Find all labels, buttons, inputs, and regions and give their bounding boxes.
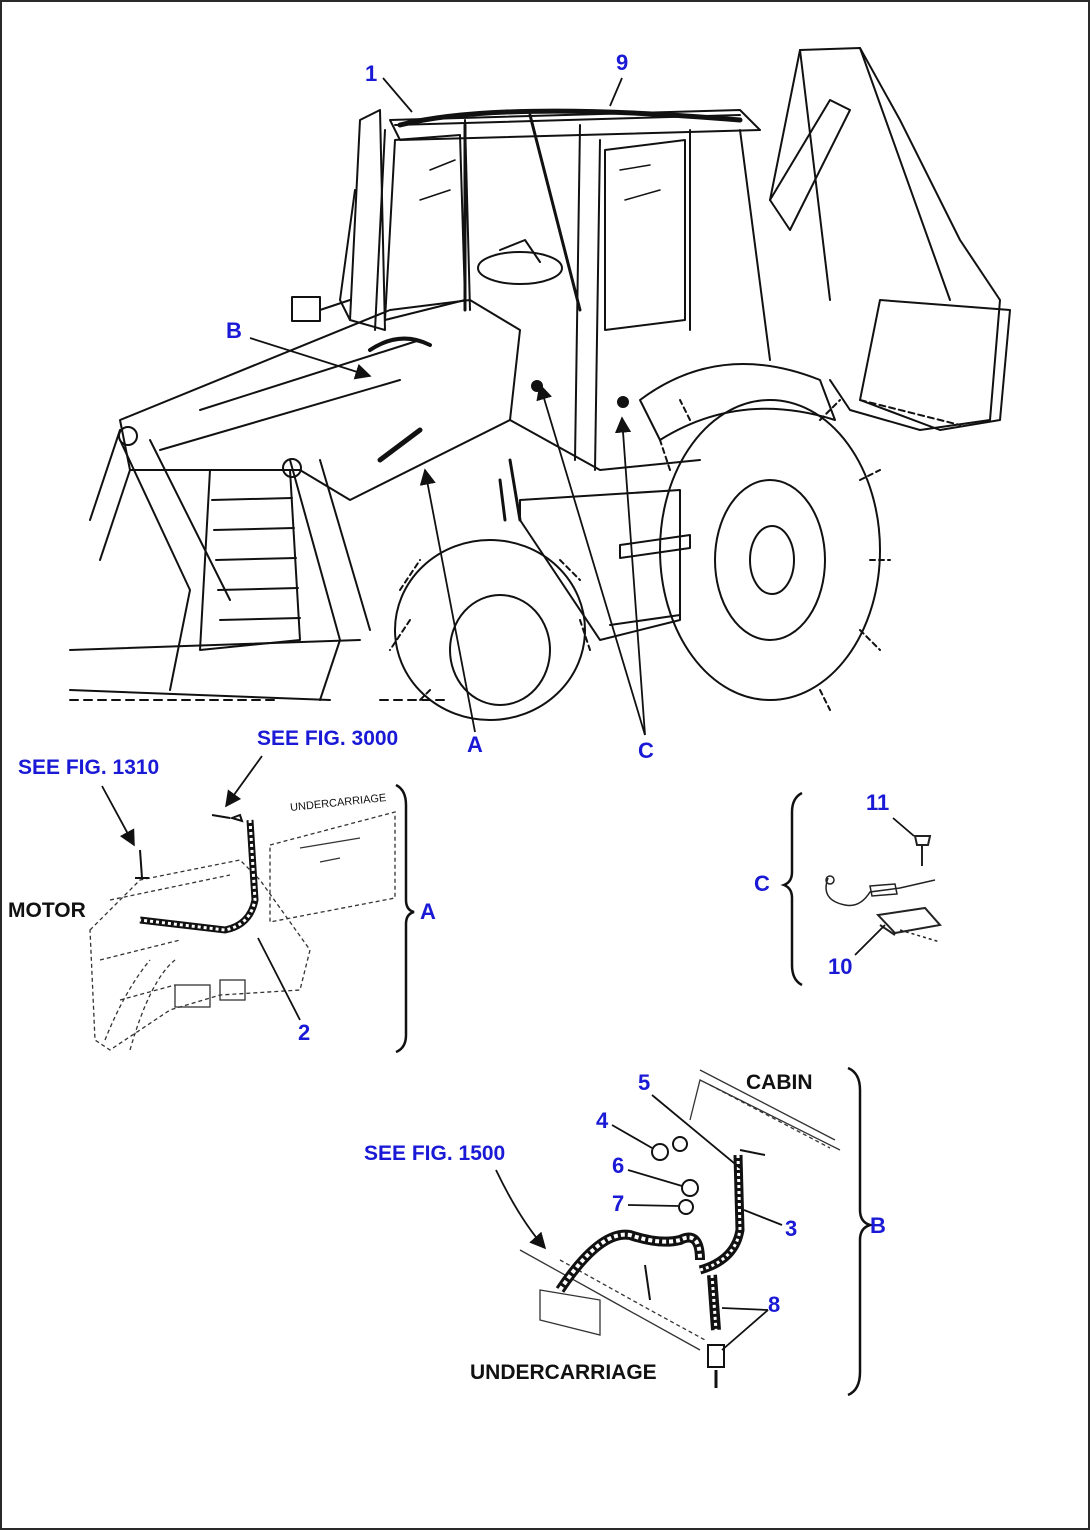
backhoe-loader-illustration	[69, 47, 1011, 721]
detail-b-leaders	[495, 1094, 783, 1351]
cab-frame	[374, 119, 771, 471]
backhoe-cylinder	[769, 99, 851, 231]
pivot-right	[282, 458, 302, 478]
ref-fig-1310[interactable]: SEE FIG. 1310	[18, 756, 160, 779]
callout-a: A	[467, 732, 483, 757]
wire-harness-b	[555, 1229, 705, 1293]
cable-clip	[825, 877, 936, 907]
washer-5	[672, 1136, 688, 1152]
callout-b: B	[226, 318, 242, 343]
nut-6	[681, 1179, 699, 1197]
callout-2: 2	[298, 1020, 311, 1045]
brace-label-c: C	[754, 871, 770, 896]
label-motor: MOTOR	[8, 899, 86, 922]
harness-roof	[397, 108, 743, 128]
label-undercarriage-b: UNDERCARRIAGE	[470, 1361, 657, 1384]
leader-9	[609, 77, 623, 107]
leader-fig-3000	[225, 755, 263, 808]
ground-strap-a	[139, 819, 259, 934]
callout-10: 10	[828, 954, 853, 979]
clamp-point-c2	[617, 396, 629, 408]
backhoe-boom	[799, 47, 951, 301]
detail-a-illustration	[89, 811, 396, 1051]
callout-8: 8	[768, 1292, 781, 1317]
leader-1	[382, 77, 413, 113]
leader-6	[627, 1169, 683, 1187]
loader-crossbar	[69, 639, 361, 701]
undercarriage-floor	[519, 1249, 701, 1351]
undercarriage-panel	[269, 811, 396, 923]
washer-7	[678, 1199, 694, 1215]
screw-fig-1310	[135, 849, 149, 879]
leader-5	[651, 1094, 741, 1169]
ground-strap-b	[698, 1154, 745, 1275]
detail-a-leaders	[101, 755, 301, 1021]
leader-B	[249, 337, 372, 380]
backhoe-arm	[769, 47, 1001, 431]
screw-fig-3000	[211, 813, 244, 823]
main-leaders	[249, 77, 646, 736]
ref-fig-1500[interactable]: SEE FIG. 1500	[364, 1142, 506, 1165]
cab-front-window	[384, 134, 466, 321]
detail-c-illustration	[825, 835, 942, 943]
callout-6: 6	[612, 1153, 625, 1178]
leader-C-1	[536, 383, 646, 736]
leader-11	[892, 817, 915, 837]
callout-11: 11	[866, 790, 890, 815]
leader-7	[627, 1204, 679, 1207]
leader-4	[611, 1124, 653, 1149]
left-mirror	[291, 296, 321, 322]
loader-arm-left	[119, 439, 231, 691]
brace-label-b: B	[870, 1213, 886, 1238]
backhoe-bucket	[859, 299, 1011, 431]
callout-7: 7	[612, 1191, 625, 1216]
ref-fig-3000[interactable]: SEE FIG. 3000	[257, 727, 399, 750]
cab-rear-post	[349, 109, 386, 331]
engine-hood	[119, 299, 521, 501]
leader-3	[743, 1209, 783, 1226]
strap-8	[707, 1274, 721, 1331]
cabin-panel	[689, 1069, 841, 1151]
callout-5: 5	[638, 1070, 651, 1095]
brace-a	[395, 783, 415, 1054]
engine-outline	[89, 859, 311, 1051]
callout-4: 4	[596, 1108, 609, 1133]
rear-wheel	[659, 399, 881, 701]
leader-8b	[721, 1309, 769, 1351]
bolt-11	[913, 835, 932, 866]
leader-fig-1310	[101, 785, 135, 847]
bracket-10	[875, 906, 942, 936]
leader-10	[854, 924, 886, 956]
callout-3: 3	[785, 1216, 798, 1241]
brace-label-a: A	[420, 899, 436, 924]
leader-C-2	[614, 416, 646, 736]
leader-8a	[721, 1307, 769, 1311]
brace-b	[847, 1066, 875, 1397]
pivot-left	[118, 426, 138, 446]
label-cabin: CABIN	[746, 1071, 813, 1094]
callout-1: 1	[365, 61, 378, 86]
leader-2	[257, 937, 301, 1021]
radiator-grille	[199, 469, 301, 651]
callout-c: C	[638, 738, 654, 763]
detail-c-leaders	[854, 817, 915, 956]
clamp-point-c	[531, 380, 543, 392]
brace-c	[780, 791, 803, 987]
nuts-washers	[651, 1136, 699, 1215]
leader-A	[419, 468, 476, 733]
bolt-top	[739, 1149, 766, 1156]
callout-9: 9	[616, 50, 629, 75]
rear-fender	[639, 363, 836, 441]
nut-4	[651, 1143, 669, 1161]
leader-fig-1500	[495, 1169, 547, 1250]
cab-side-window	[604, 139, 686, 331]
detail-b-illustration	[519, 1069, 841, 1388]
steering-wheel	[477, 251, 563, 285]
front-wheel	[394, 539, 586, 721]
